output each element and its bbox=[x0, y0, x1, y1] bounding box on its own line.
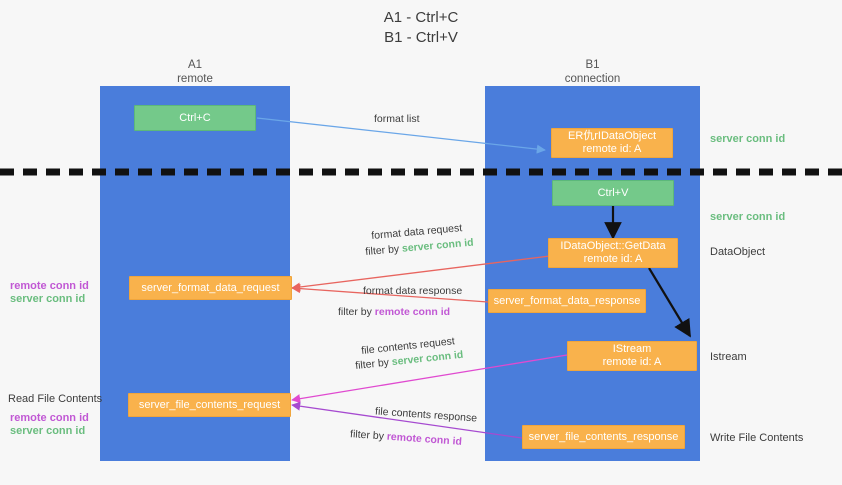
page-title: A1 - Ctrl+C B1 - Ctrl+V bbox=[0, 8, 842, 48]
lane-header-a1-title: A1 bbox=[187, 59, 203, 71]
node-idataobject-getdata[interactable]: IDataObject::GetData remote id: A bbox=[548, 238, 678, 268]
lane-header-a1: A1 remote bbox=[100, 58, 290, 86]
lane-header-b1: B1 connection bbox=[485, 58, 700, 86]
filter-by-text-4: filter by bbox=[349, 428, 385, 443]
left-label-server-conn-id-top: server conn id bbox=[10, 293, 86, 305]
remote-conn-id-text-2: remote conn id bbox=[386, 430, 463, 448]
edge-label-file-contents-response: file contents response bbox=[374, 405, 478, 425]
lane-header-b1-title: B1 bbox=[585, 59, 600, 71]
node-istream-line1: IStream bbox=[612, 343, 652, 355]
left-label-remote-conn-id-bottom: remote conn id bbox=[10, 412, 89, 424]
remote-conn-id-text-1: remote conn id bbox=[374, 306, 451, 318]
right-label-server-conn-id-mid: server conn id bbox=[710, 211, 786, 223]
filter-by-text-1: filter by bbox=[364, 243, 400, 259]
left-label-read-file-contents: Read File Contents bbox=[8, 393, 103, 405]
node-idataobject-line1: ER仇rIDataObject bbox=[567, 130, 657, 142]
right-label-server-conn-id-top: server conn id bbox=[710, 133, 786, 145]
node-istream[interactable]: IStream remote id: A bbox=[567, 341, 697, 371]
right-label-dataobject: DataObject bbox=[710, 246, 766, 258]
lane-header-b1-subtitle: connection bbox=[564, 73, 621, 85]
node-format-data-request-label: server_format_data_request bbox=[141, 281, 280, 294]
node-ctrl-c[interactable]: Ctrl+C bbox=[134, 105, 256, 131]
node-ctrl-v[interactable]: Ctrl+V bbox=[552, 180, 674, 206]
node-getdata-line1: IDataObject::GetData bbox=[560, 240, 666, 252]
filter-by-text-2: filter by bbox=[338, 306, 372, 318]
edge-label-format-list: format list bbox=[374, 113, 420, 125]
edge-label-file-contents-response-filter: filter by remote conn id bbox=[350, 427, 463, 449]
node-istream-line2: remote id: A bbox=[602, 356, 662, 368]
node-format-data-response-label: server_format_data_response bbox=[493, 294, 641, 307]
node-ctrl-c-line1: Ctrl+C bbox=[179, 111, 211, 124]
node-server-format-data-request[interactable]: server_format_data_request bbox=[129, 276, 292, 300]
node-file-contents-response-label: server_file_contents_response bbox=[528, 430, 679, 443]
node-server-file-contents-response[interactable]: server_file_contents_response bbox=[522, 425, 685, 449]
left-label-server-conn-id-bottom: server conn id bbox=[10, 425, 86, 437]
left-label-remote-conn-id-top: remote conn id bbox=[10, 280, 89, 292]
node-idataobject-line2: remote id: A bbox=[582, 143, 642, 155]
node-server-file-contents-request[interactable]: server_file_contents_request bbox=[128, 393, 291, 417]
right-label-write-file-contents: Write File Contents bbox=[710, 432, 804, 444]
node-file-contents-request-label: server_file_contents_request bbox=[138, 398, 281, 411]
node-getdata-line2: remote id: A bbox=[583, 253, 643, 265]
edge-label-format-data-response: format data response bbox=[363, 285, 463, 297]
filter-by-text-3: filter by bbox=[354, 356, 390, 373]
right-label-istream: Istream bbox=[710, 351, 747, 363]
node-server-format-data-response[interactable]: server_format_data_response bbox=[488, 289, 646, 313]
node-idataobject[interactable]: ER仇rIDataObject remote id: A bbox=[551, 128, 673, 158]
title-line-1: A1 - Ctrl+C bbox=[383, 9, 459, 26]
lane-header-a1-subtitle: remote bbox=[177, 73, 213, 85]
node-ctrl-v-line1: Ctrl+V bbox=[597, 186, 629, 199]
edge-label-format-data-response-filter: filter by remote conn id bbox=[338, 305, 450, 319]
title-line-2: B1 - Ctrl+V bbox=[384, 29, 458, 46]
